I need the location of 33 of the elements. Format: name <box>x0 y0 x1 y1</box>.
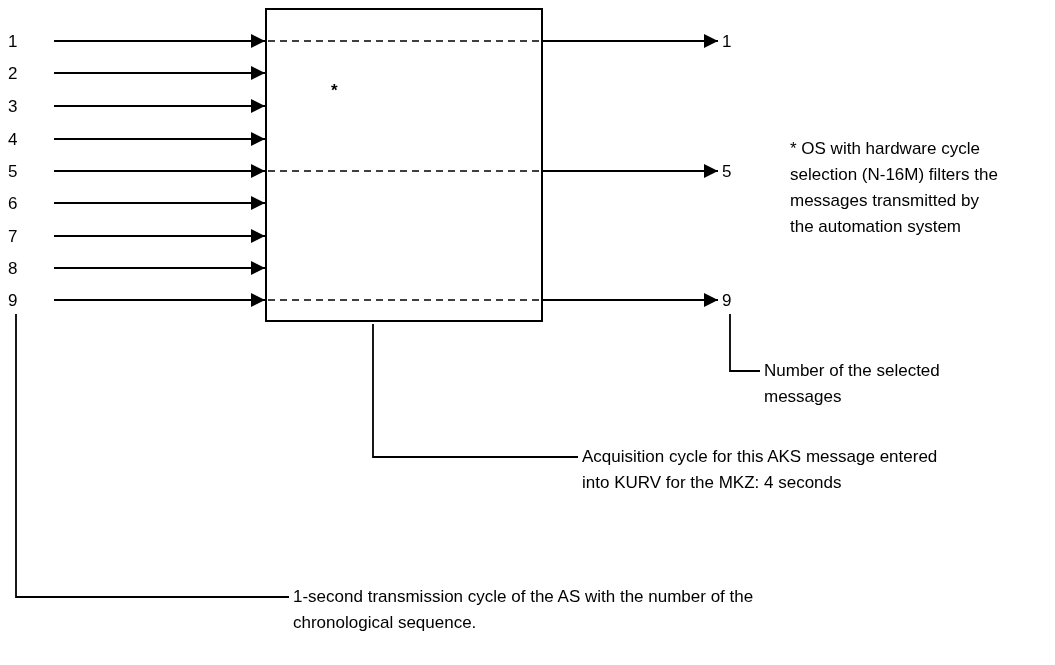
annotation-text: Number of the selected messages <box>764 358 1014 410</box>
arrow <box>53 261 266 275</box>
arrow <box>53 66 266 80</box>
arrow <box>53 293 266 307</box>
arrow <box>53 164 266 178</box>
message-number: 5 <box>8 159 24 185</box>
process-box <box>265 8 543 322</box>
annotation-text: Acquisition cycle for this AKS message entered into KURV for the MKZ: 4 seconds <box>582 444 962 496</box>
message-number: 6 <box>8 191 24 217</box>
footnote-text: * OS with hardware cycle selection (N-16M) filters the messages transmitted by the automation system <box>790 138 999 238</box>
message-number: 2 <box>8 61 24 87</box>
footnote-mark: * <box>331 80 338 102</box>
leader-line <box>729 313 761 372</box>
arrow <box>53 34 266 48</box>
arrow <box>542 293 719 307</box>
arrow <box>542 164 719 178</box>
message-number: 8 <box>8 256 24 282</box>
message-number: 9 <box>8 288 24 314</box>
message-number: 1 <box>8 29 24 55</box>
message-number: 1 <box>722 29 738 55</box>
leader-line <box>15 313 290 598</box>
annotation-text: 1-second transmission cycle of the AS with the number of the chronological sequence. <box>293 584 763 636</box>
leader-line <box>372 323 579 458</box>
message-number: 9 <box>722 288 738 314</box>
message-number: 3 <box>8 94 24 120</box>
arrow <box>53 99 266 113</box>
message-number: 7 <box>8 224 24 250</box>
message-number: 4 <box>8 127 24 153</box>
arrow <box>53 196 266 210</box>
arrow <box>53 229 266 243</box>
arrow <box>53 132 266 146</box>
arrow <box>542 34 719 48</box>
message-number: 5 <box>722 159 738 185</box>
